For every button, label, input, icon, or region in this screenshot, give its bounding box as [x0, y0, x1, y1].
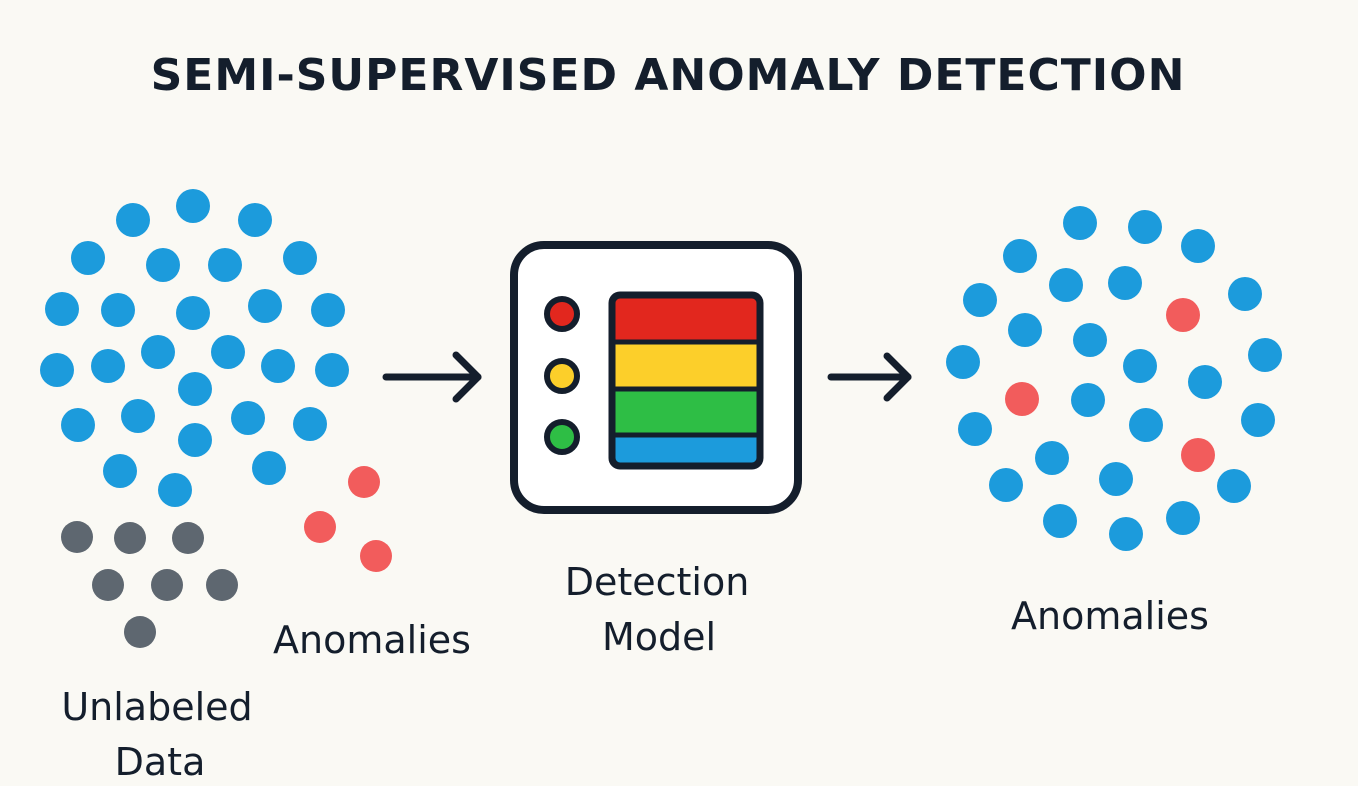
red-indicator — [544, 296, 580, 332]
normal-point — [158, 473, 192, 507]
anomaly-point — [348, 466, 380, 498]
unlabeled-point — [92, 569, 124, 601]
normal-point — [178, 423, 212, 457]
normal-point — [211, 335, 245, 369]
normal-point — [1108, 266, 1142, 300]
normal-point — [176, 189, 210, 223]
normal-point — [231, 401, 265, 435]
normal-point — [1049, 268, 1083, 302]
normal-point — [1217, 469, 1251, 503]
normal-point — [946, 345, 980, 379]
unlabeled-data-label-line2: Data — [115, 740, 206, 784]
anomaly-point — [1166, 298, 1200, 332]
yellow-indicator — [544, 358, 580, 394]
normal-point — [45, 292, 79, 326]
detection-model-label-line2: Model — [602, 615, 716, 659]
left-anomaly-points — [304, 466, 392, 572]
normal-point — [1109, 517, 1143, 551]
green-indicator — [544, 419, 580, 455]
normal-point — [315, 353, 349, 387]
normal-point — [121, 399, 155, 433]
normal-point — [1035, 441, 1069, 475]
left-normal-points — [40, 189, 349, 507]
detection-model-label-line1: Detection — [565, 560, 750, 604]
unlabeled-point — [61, 521, 93, 553]
normal-point — [141, 335, 175, 369]
normal-point — [1241, 403, 1275, 437]
anomaly-point — [1181, 438, 1215, 472]
normal-point — [71, 241, 105, 275]
normal-point — [208, 248, 242, 282]
normal-point — [1003, 239, 1037, 273]
normal-point — [1043, 504, 1077, 538]
stripe-blue — [612, 435, 760, 466]
unlabeled-point — [124, 616, 156, 648]
normal-point — [963, 283, 997, 317]
normal-point — [1248, 338, 1282, 372]
arrow-right-icon — [827, 352, 912, 402]
normal-point — [176, 296, 210, 330]
anomaly-point — [1005, 382, 1039, 416]
stripe-yellow — [612, 342, 760, 389]
normal-point — [293, 407, 327, 441]
normal-point — [248, 289, 282, 323]
unlabeled-point — [114, 522, 146, 554]
normal-point — [989, 468, 1023, 502]
normal-point — [116, 203, 150, 237]
normal-point — [103, 454, 137, 488]
normal-point — [1128, 210, 1162, 244]
normal-point — [1071, 383, 1105, 417]
normal-point — [261, 349, 295, 383]
arrow-right-icon — [382, 351, 482, 403]
normal-point — [958, 412, 992, 446]
stripe-green — [612, 389, 760, 435]
right-normal-points — [946, 206, 1282, 551]
anomaly-point — [360, 540, 392, 572]
normal-point — [238, 203, 272, 237]
detection-model-icon — [510, 241, 802, 514]
normal-point — [178, 372, 212, 406]
unlabeled-point — [151, 569, 183, 601]
normal-point — [311, 293, 345, 327]
normal-point — [1099, 462, 1133, 496]
normal-point — [1188, 365, 1222, 399]
normal-point — [1073, 323, 1107, 357]
unlabeled-data-label-line1: Unlabeled — [61, 685, 252, 729]
right-anomalies-label: Anomalies — [1011, 594, 1209, 638]
right-anomaly-points — [1005, 298, 1215, 472]
normal-point — [40, 353, 74, 387]
normal-point — [91, 349, 125, 383]
normal-point — [252, 451, 286, 485]
normal-point — [283, 241, 317, 275]
anomaly-point — [304, 511, 336, 543]
normal-point — [1063, 206, 1097, 240]
normal-point — [61, 408, 95, 442]
normal-point — [1166, 501, 1200, 535]
stripe-red — [612, 295, 760, 342]
unlabeled-points — [61, 521, 238, 648]
left-anomalies-label: Anomalies — [273, 618, 471, 662]
normal-point — [1008, 313, 1042, 347]
unlabeled-point — [206, 569, 238, 601]
diagram-title: SEMI-SUPERVISED ANOMALY DETECTION — [151, 50, 1186, 101]
unlabeled-point — [172, 522, 204, 554]
normal-point — [1123, 349, 1157, 383]
normal-point — [1181, 229, 1215, 263]
normal-point — [146, 248, 180, 282]
normal-point — [101, 293, 135, 327]
normal-point — [1228, 277, 1262, 311]
normal-point — [1129, 408, 1163, 442]
